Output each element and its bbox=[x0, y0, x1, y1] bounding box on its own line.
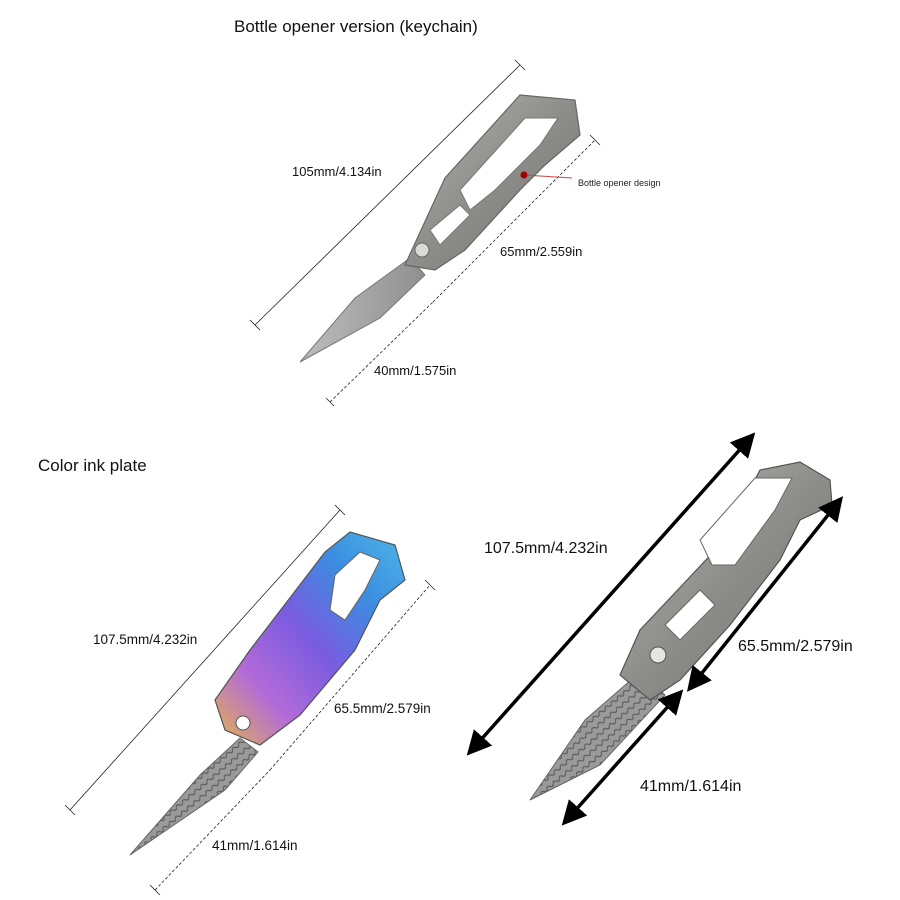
dim-handle-length-damascus: 65.5mm/2.579in bbox=[738, 638, 853, 655]
damascus-blade-color bbox=[129, 737, 259, 856]
color-dimension-lines bbox=[64, 504, 436, 896]
damascus-knife-image bbox=[529, 461, 833, 801]
pivot-screw bbox=[414, 242, 430, 258]
dim-total-length-color: 107.5mm/4.232in bbox=[93, 632, 198, 647]
damascus-dimension-arrows bbox=[466, 432, 844, 826]
dim-total-length-top: 105mm/4.134in bbox=[292, 164, 382, 179]
bottle-opener-callout: Bottle opener design bbox=[578, 178, 661, 188]
color-knife-image bbox=[129, 531, 406, 856]
dim-total-length-damascus: 107.5mm/4.232in bbox=[484, 540, 608, 557]
section-title-bottle-opener: Bottle opener version (keychain) bbox=[234, 17, 478, 36]
dim-blade-length-damascus: 41mm/1.614in bbox=[640, 778, 742, 795]
gray-handle bbox=[619, 461, 833, 701]
bottle-opener-callout-line bbox=[520, 171, 573, 179]
dim-blade-length-color: 41mm/1.614in bbox=[212, 838, 298, 853]
blade-shape bbox=[299, 257, 426, 363]
section-title-color-ink: Color ink plate bbox=[38, 456, 147, 475]
keychain-knife-image bbox=[299, 94, 581, 363]
dim-handle-length-color: 65.5mm/2.579in bbox=[334, 701, 431, 716]
dim-handle-length-top: 65mm/2.559in bbox=[500, 244, 583, 259]
top-dimension-lines bbox=[249, 59, 601, 407]
dim-blade-length-top: 40mm/1.575in bbox=[374, 363, 457, 378]
